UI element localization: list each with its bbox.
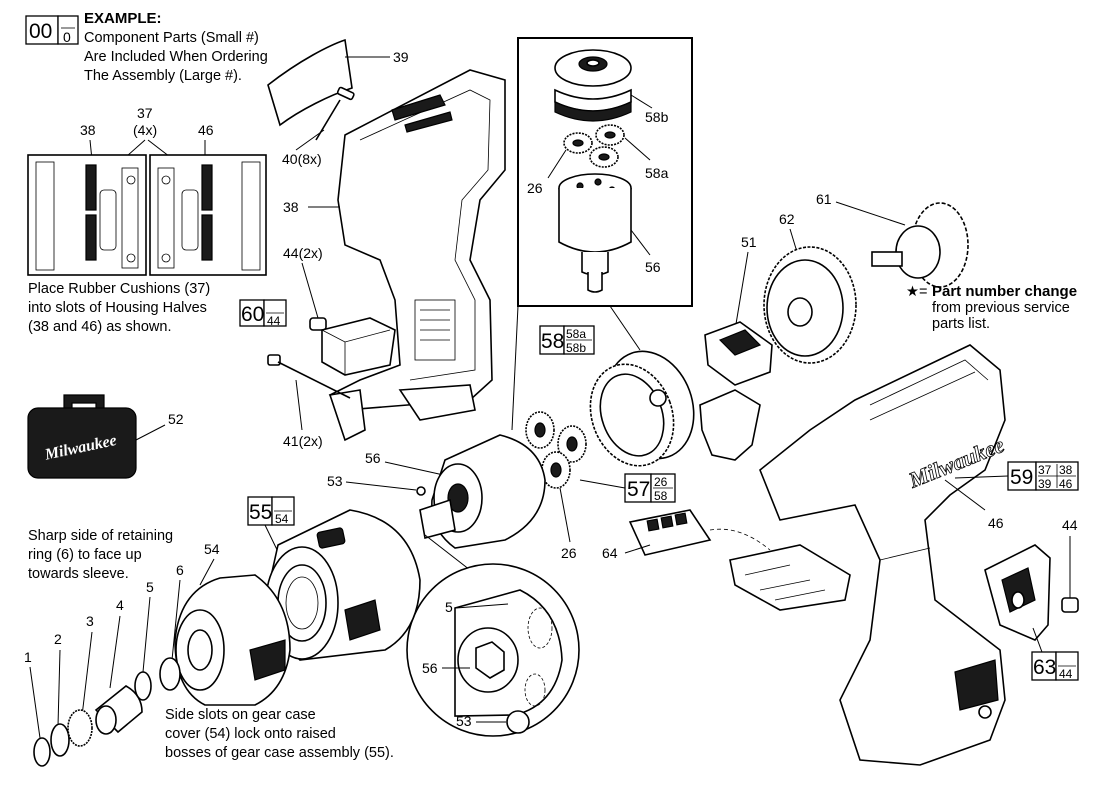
callout-37: 37 [137,105,153,121]
cushion-note-line-2: into slots of Housing Halves [28,300,207,316]
assembly-57-number: 57 [627,478,650,501]
example-line-2: Are Included When Ordering [84,49,268,65]
slots-note-line-2: cover (54) lock onto raised [165,726,336,742]
assembly-59: 59 37 38 39 46 [954,461,1079,491]
part-number-change-note: ★= Part number change from previous serv… [906,283,1077,332]
callout-53: 53 [327,473,343,489]
assembly-59-number: 59 [1010,466,1033,489]
callout-26-inset: 26 [527,180,543,196]
example-legend: 00 0 EXAMPLE: Component Parts (Small #) … [25,10,268,84]
assembly-58-number: 58 [541,330,564,353]
retaining-ring-note: Sharp side of retaining ring (6) to face… [28,528,173,582]
callout-62: 62 [779,211,795,227]
callout-6: 6 [176,562,184,578]
assembly-55-component: 54 [275,512,289,526]
callout-37-qty: (4x) [133,122,157,138]
assembly-58-component-a: 58a [566,327,586,341]
part-change-line-3: parts list. [932,316,990,332]
spindle-56: 56 53 [327,434,546,549]
assembly-58: 58 58a 58b [539,325,695,467]
part-change-line-2: from previous service [932,300,1070,316]
assembly-57-component-b: 58 [654,489,668,503]
callout-1: 1 [24,649,32,665]
side-slots-note: Side slots on gear case cover (54) lock … [165,707,394,761]
callout-58a: 58a [645,165,669,181]
callout-46-detail: 46 [198,122,214,138]
side-plate-63: 63 44 [984,544,1079,681]
assembly-60-number: 60 [241,303,264,326]
callout-3: 3 [86,613,94,629]
gear-case-cover-54: 54 [174,541,291,706]
assembly-59-component-c: 39 [1038,477,1052,491]
part-change-star: ★= [906,284,927,300]
housing-half-38: 38 [283,69,506,442]
screw-44-pair: 44(2x) [283,245,327,331]
callout-39: 39 [393,49,409,65]
assembly-60: 60 44 [239,299,396,376]
callout-64: 64 [602,545,618,561]
screw-44: 44 [1061,517,1079,613]
callout-54: 54 [204,541,220,557]
callout-4: 4 [116,597,124,613]
assembly-58-component-b: 58b [566,341,586,355]
callout-56-inset: 56 [645,259,661,275]
callout-2: 2 [54,631,62,647]
slots-note-line-3: bosses of gear case assembly (55). [165,745,394,761]
anvil-detail-circle: 5 56 53 [406,534,580,737]
retaining-note-line-2: ring (6) to face up [28,547,142,563]
callout-53-detail: 53 [456,713,472,729]
cushion-note-line-3: (38 and 46) as shown. [28,319,171,335]
assembly-59-component-a: 37 [1038,463,1052,477]
assembly-59-component-b: 38 [1059,463,1073,477]
assembly-63-component: 44 [1059,667,1073,681]
callout-26: 26 [561,545,577,561]
screw-41: 41(2x) [267,354,351,449]
motor-62: 62 [763,211,857,364]
callout-46: 46 [988,515,1004,531]
assembly-55-number: 55 [249,501,272,524]
retaining-note-line-3: towards sleeve. [28,566,129,582]
part-change-bold: Part number change [932,283,1077,300]
retaining-parts-1-6: 1 2 3 4 5 6 [24,562,184,767]
callout-5-detail: 5 [445,599,453,615]
fan-61: 61 [816,191,969,288]
leader-inset-left [511,305,519,431]
example-assembly-number: 00 [29,20,52,43]
slots-note-line-1: Side slots on gear case [165,707,316,723]
example-title: EXAMPLE: [84,10,162,27]
callout-61: 61 [816,191,832,207]
callout-58b: 58b [645,109,669,125]
planet-gears-26: 26 [525,411,587,561]
callout-41: 41(2x) [283,433,323,449]
assembly-60-component: 44 [267,314,281,328]
assembly-57-component-a: 26 [654,475,668,489]
callout-5: 5 [146,579,154,595]
retaining-note-line-1: Sharp side of retaining [28,528,173,544]
screw-40: 40(8x) [282,86,355,167]
callout-51: 51 [741,234,757,250]
callout-56: 56 [365,450,381,466]
leader-inset-right [609,305,641,351]
example-line-1: Component Parts (Small #) [84,30,259,46]
control-board-64: 64 [602,509,851,611]
cushion-note-line-1: Place Rubber Cushions (37) [28,281,210,297]
callout-40: 40(8x) [282,151,322,167]
carry-case-52: Milwaukee 52 [27,394,184,479]
label-39: 39 [267,38,409,127]
example-component-number: 0 [63,29,71,45]
assembly-63-number: 63 [1033,656,1056,679]
callout-44x2: 44(2x) [283,245,323,261]
assembly-59-component-d: 46 [1059,477,1073,491]
example-line-3: The Assembly (Large #). [84,68,242,84]
callout-56-detail: 56 [422,660,438,676]
callout-44: 44 [1062,517,1078,533]
cushion-detail: 37 (4x) 38 46 Place Rubber Cushions (37)… [27,105,267,335]
switch-51: 51 [699,234,773,461]
assembly-57: 57 26 58 [579,473,676,503]
callout-38-detail: 38 [80,122,96,138]
callout-38: 38 [283,199,299,215]
gear-detail-inset: 58b 58a 26 56 [517,37,693,307]
callout-52: 52 [168,411,184,427]
